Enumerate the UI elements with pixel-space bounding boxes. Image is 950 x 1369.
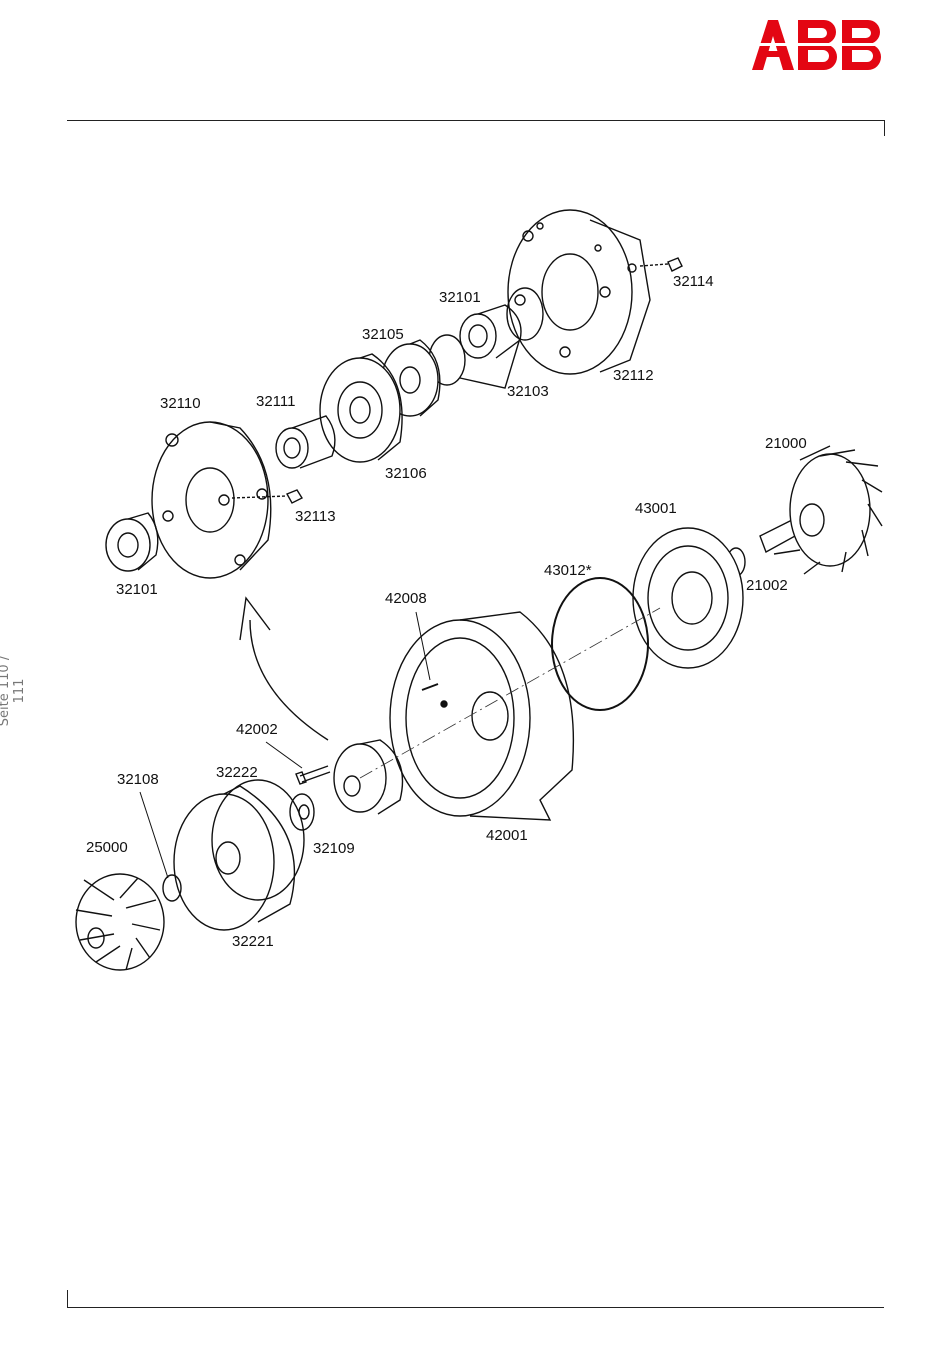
part-42002-screw	[296, 766, 330, 784]
part-43001-heat-shield	[633, 528, 743, 668]
part-label: 21002	[746, 577, 788, 594]
part-label: 21000	[765, 435, 807, 452]
part-label: 32114	[673, 273, 714, 290]
part-label: 32109	[313, 840, 355, 857]
part-32221-cover	[174, 786, 294, 930]
part-label: 32113	[295, 508, 336, 525]
part-label: 43012*	[544, 562, 592, 579]
part-label: 42008	[385, 590, 427, 607]
part-bearing-insert	[334, 740, 403, 814]
part-label: 32101	[116, 581, 158, 598]
part-label: 32103	[507, 383, 549, 400]
part-label: 32108	[117, 771, 159, 788]
part-label: 32106	[385, 465, 427, 482]
part-label: 32221	[232, 933, 274, 950]
part-label: 32105	[362, 326, 404, 343]
part-label: 32222	[216, 764, 258, 781]
part-25000-compressor-wheel	[76, 874, 164, 970]
part-42001-bearing-casing	[390, 612, 573, 820]
part-label: 32111	[256, 393, 296, 410]
part-label: 25000	[86, 839, 128, 856]
part-43012-o-ring	[552, 578, 648, 710]
part-32114-screw	[640, 258, 682, 271]
part-label: 32112	[613, 367, 654, 384]
part-label: 42001	[486, 827, 528, 844]
part-32101-lower-bush	[106, 513, 158, 571]
part-label: 42002	[236, 721, 278, 738]
part-label: 43001	[635, 500, 677, 517]
part-21000-turbine-rotor	[760, 446, 882, 574]
part-label: 32101	[439, 289, 481, 306]
part-label: 32110	[160, 395, 201, 412]
part-32112-flange	[508, 210, 650, 374]
part-32110-bearing-housing	[152, 422, 271, 578]
